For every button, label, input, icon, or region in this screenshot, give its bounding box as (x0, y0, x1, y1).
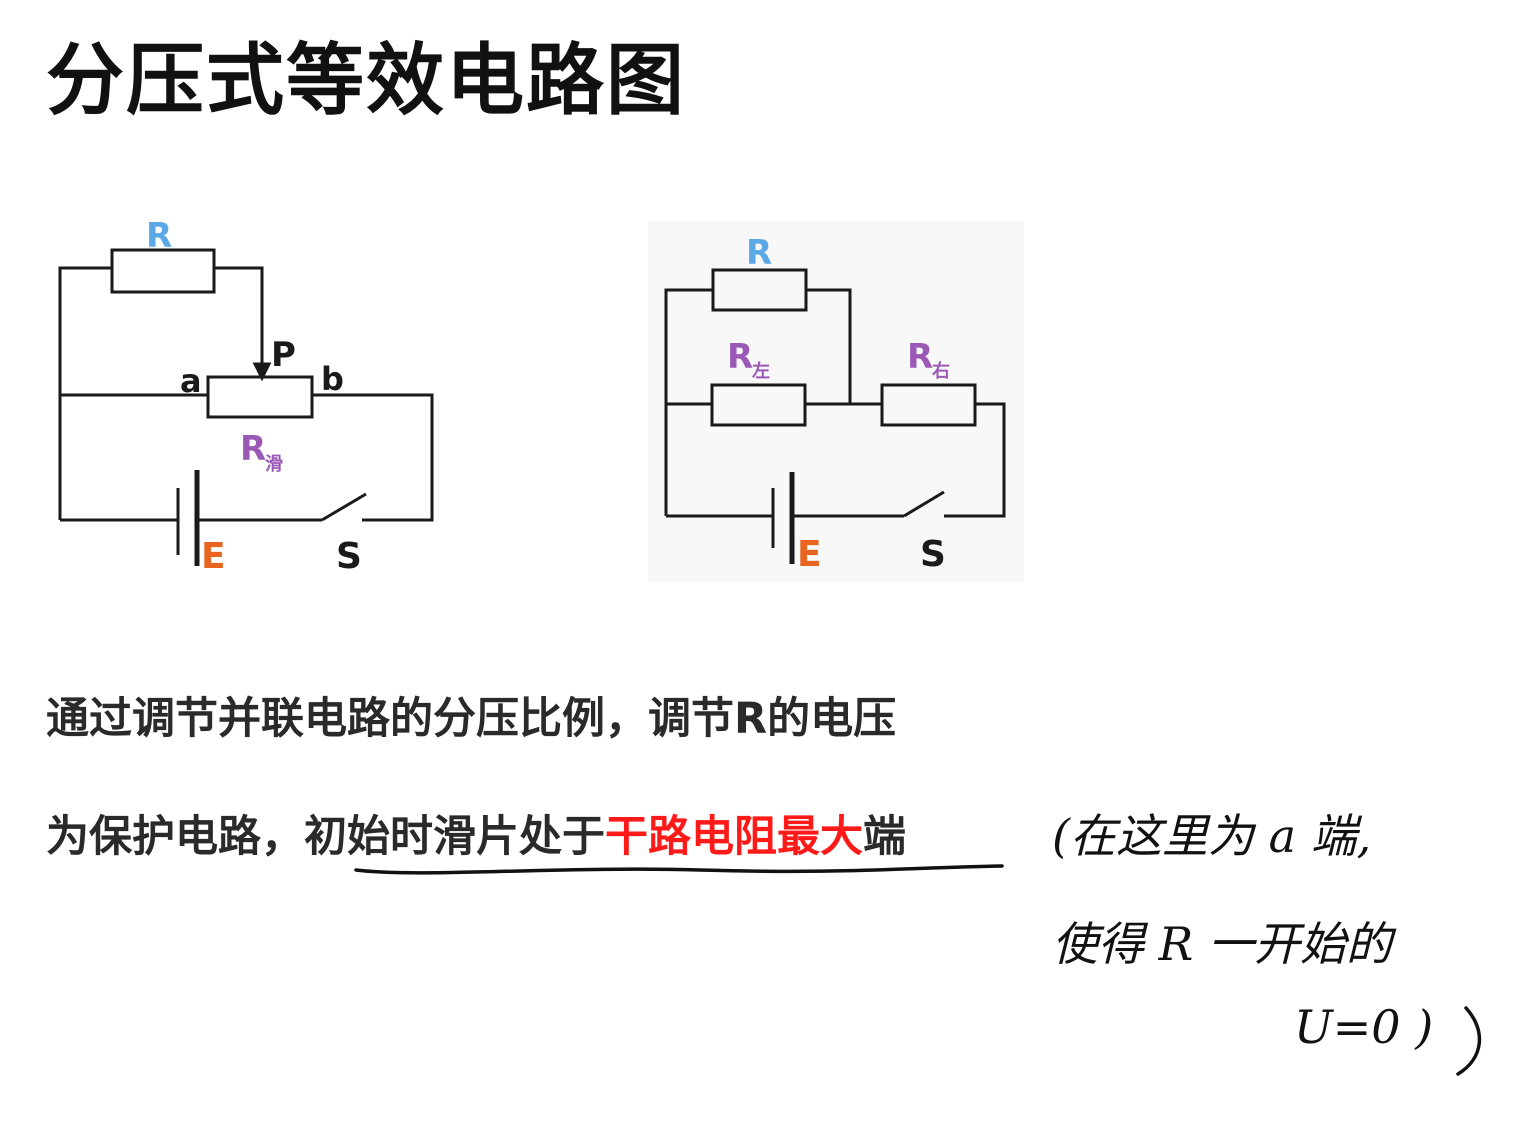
right-resistor-right (880, 383, 977, 427)
r-left-sub: 左 (752, 360, 770, 382)
handwritten-note-1: (在这里为 a 端, (1052, 809, 1372, 863)
end-b-label: b (321, 360, 344, 398)
right-resistor-left (710, 383, 807, 427)
protection-text-b: 初始时滑片处于 (304, 812, 605, 862)
right-wires (664, 288, 1006, 518)
left-switch-label: S (336, 536, 362, 577)
protection-text-red: 干路电阻最大 (605, 812, 863, 862)
r-right-label: R (907, 337, 933, 377)
right-r-label: R (746, 233, 772, 273)
right-emf-label: E (797, 534, 822, 575)
right-labels: R R 左 R 右 E S (727, 233, 950, 575)
left-labels: R P a b R 滑 E S (146, 216, 362, 577)
handwritten-note-3: U=0 ) (1294, 1000, 1434, 1054)
handwritten-underline (354, 864, 1004, 875)
rheostat-label: R (240, 429, 266, 469)
left-r-label: R (146, 216, 172, 256)
handwritten-note-2: 使得 R 一开始的 (1052, 917, 1392, 971)
left-circuit (58, 248, 434, 566)
handwritten-bracket (1456, 1006, 1482, 1076)
page-title: 分压式等效电路图 (46, 36, 687, 126)
right-circuit (664, 268, 1006, 564)
left-rheostat (206, 375, 314, 419)
left-switch-blade (321, 492, 367, 522)
r-left-label: R (727, 337, 753, 377)
protection-text-a: 为保护电路， (46, 812, 304, 862)
explanation-text: 通过调节并联电路的分压比例，调节R的电压 (46, 694, 897, 744)
slider-p-label: P (271, 335, 296, 375)
protection-text: 为保护电路，初始时滑片处于干路电阻最大端 (46, 802, 906, 864)
right-switch-blade (903, 490, 945, 518)
rheostat-sub: 滑 (265, 454, 283, 475)
r-right-sub: 右 (932, 360, 950, 382)
left-wires (58, 266, 434, 522)
slider-arrow (252, 362, 272, 382)
protection-text-c: 端 (863, 812, 906, 862)
right-panel-bg (648, 222, 1024, 582)
end-a-label: a (180, 362, 202, 400)
left-emf-label: E (201, 536, 226, 577)
left-resistor-r (110, 248, 216, 294)
right-resistor-r (711, 268, 808, 312)
right-switch-label: S (920, 534, 946, 575)
